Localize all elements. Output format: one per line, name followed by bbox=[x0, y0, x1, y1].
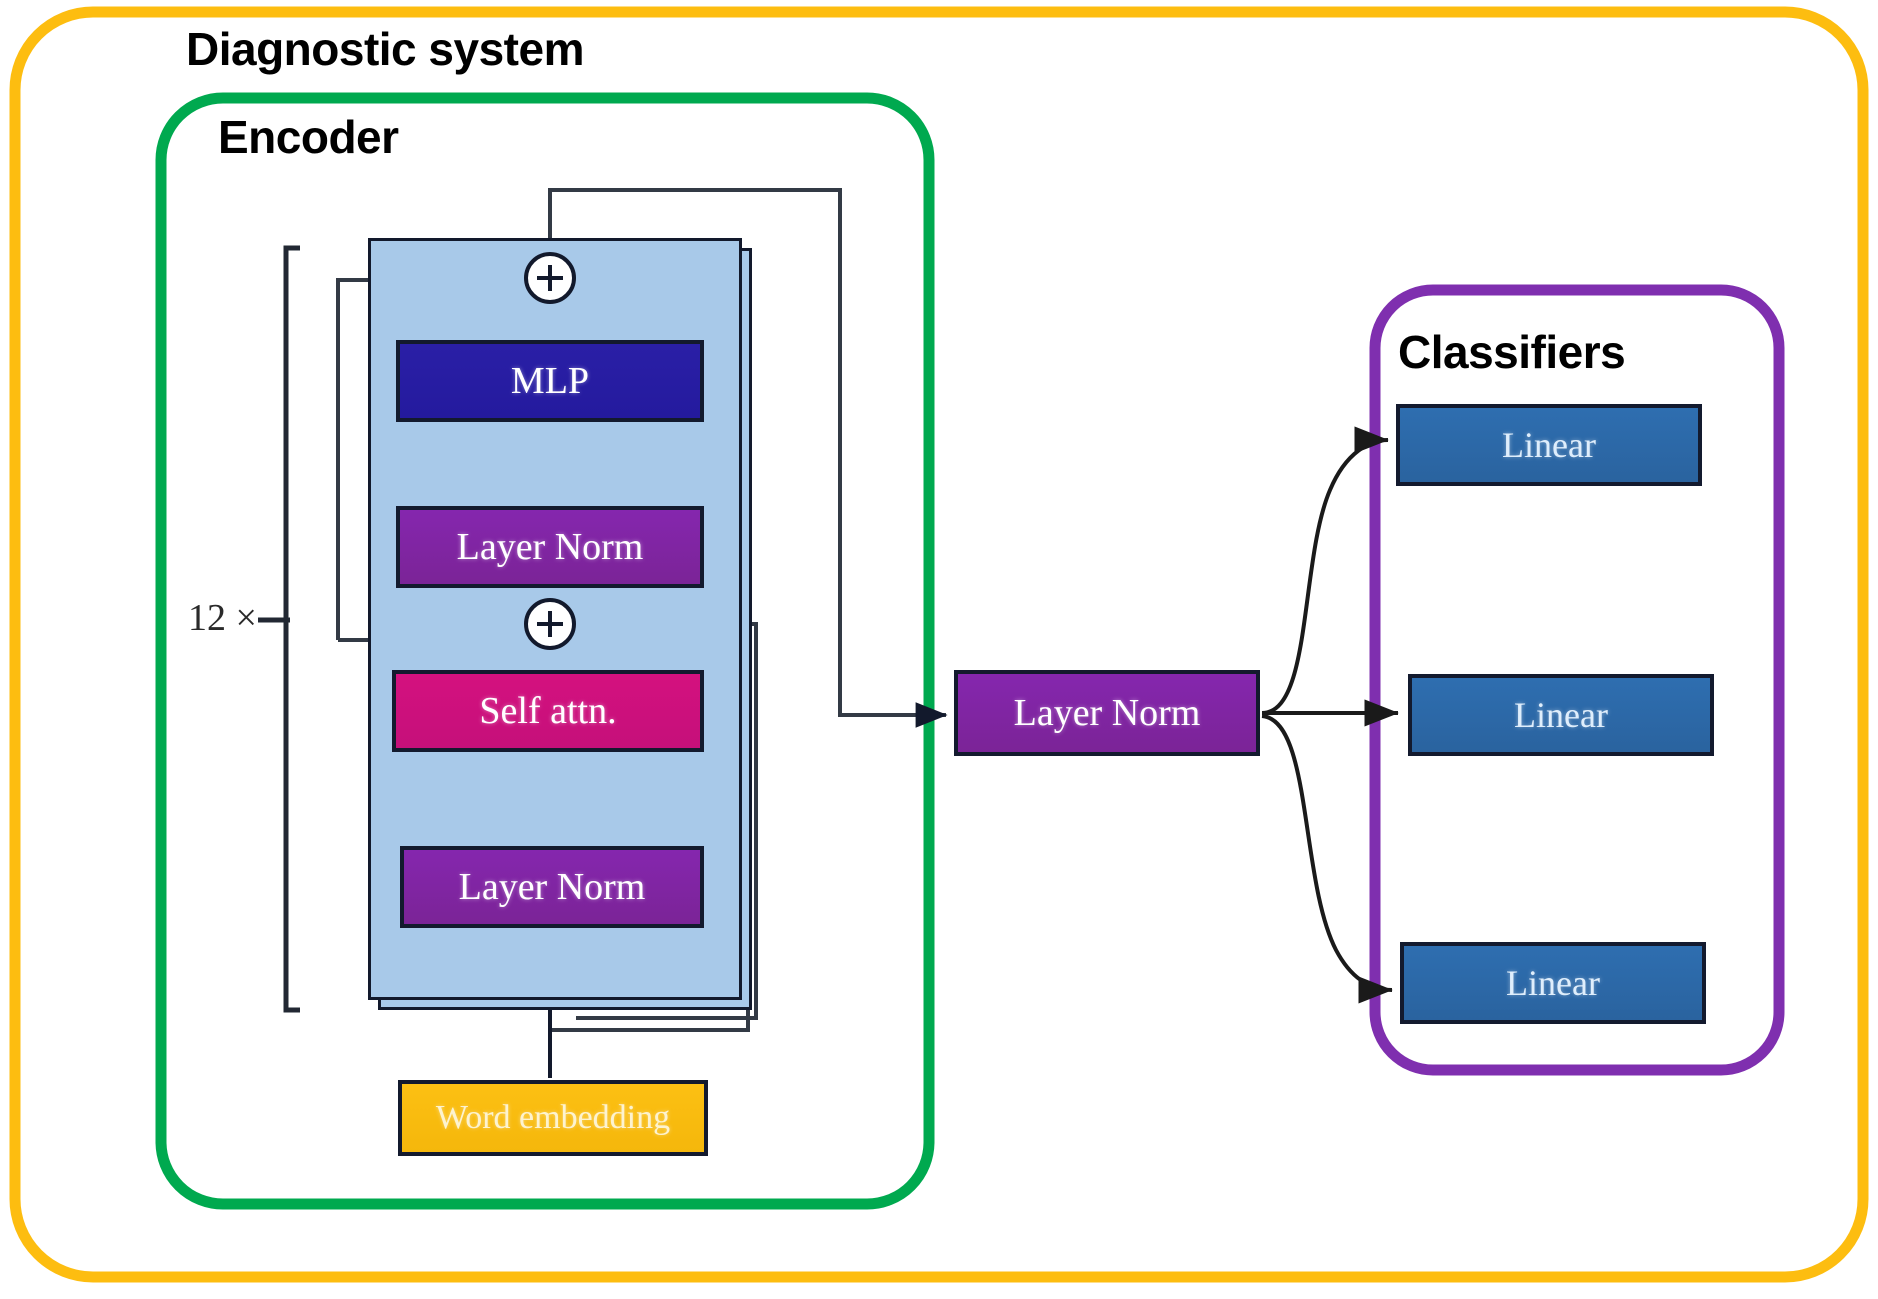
repeat-bracket bbox=[283, 245, 300, 1013]
wire-ln-to-linear-top bbox=[1261, 426, 1389, 715]
container-diagnostic-system-border bbox=[9, 6, 1869, 1283]
block-layer-norm-bottom[interactable]: Layer Norm bbox=[400, 846, 704, 928]
wire-ln-to-linear-bottom bbox=[1261, 714, 1393, 1004]
block-layer-norm-top[interactable]: Layer Norm bbox=[396, 506, 704, 588]
residual-add-top-icon bbox=[524, 252, 576, 304]
block-mlp[interactable]: MLP bbox=[396, 340, 704, 422]
block-linear-classifier-2[interactable]: Linear bbox=[1408, 674, 1714, 756]
classifiers-title: Classifiers bbox=[1398, 326, 1626, 378]
block-linear-classifier-3[interactable]: Linear bbox=[1400, 942, 1706, 1024]
block-self-attention[interactable]: Self attn. bbox=[392, 670, 704, 752]
block-layer-norm-output[interactable]: Layer Norm bbox=[954, 670, 1260, 756]
residual-add-mid-icon bbox=[524, 598, 576, 650]
block-linear-classifier-1[interactable]: Linear bbox=[1396, 404, 1702, 486]
encoder-title: Encoder bbox=[218, 111, 399, 163]
encoder-repeat-label: 12 × bbox=[188, 597, 257, 639]
diagnostic-system-title: Diagnostic system bbox=[186, 23, 584, 75]
block-word-embedding[interactable]: Word embedding bbox=[398, 1080, 708, 1156]
